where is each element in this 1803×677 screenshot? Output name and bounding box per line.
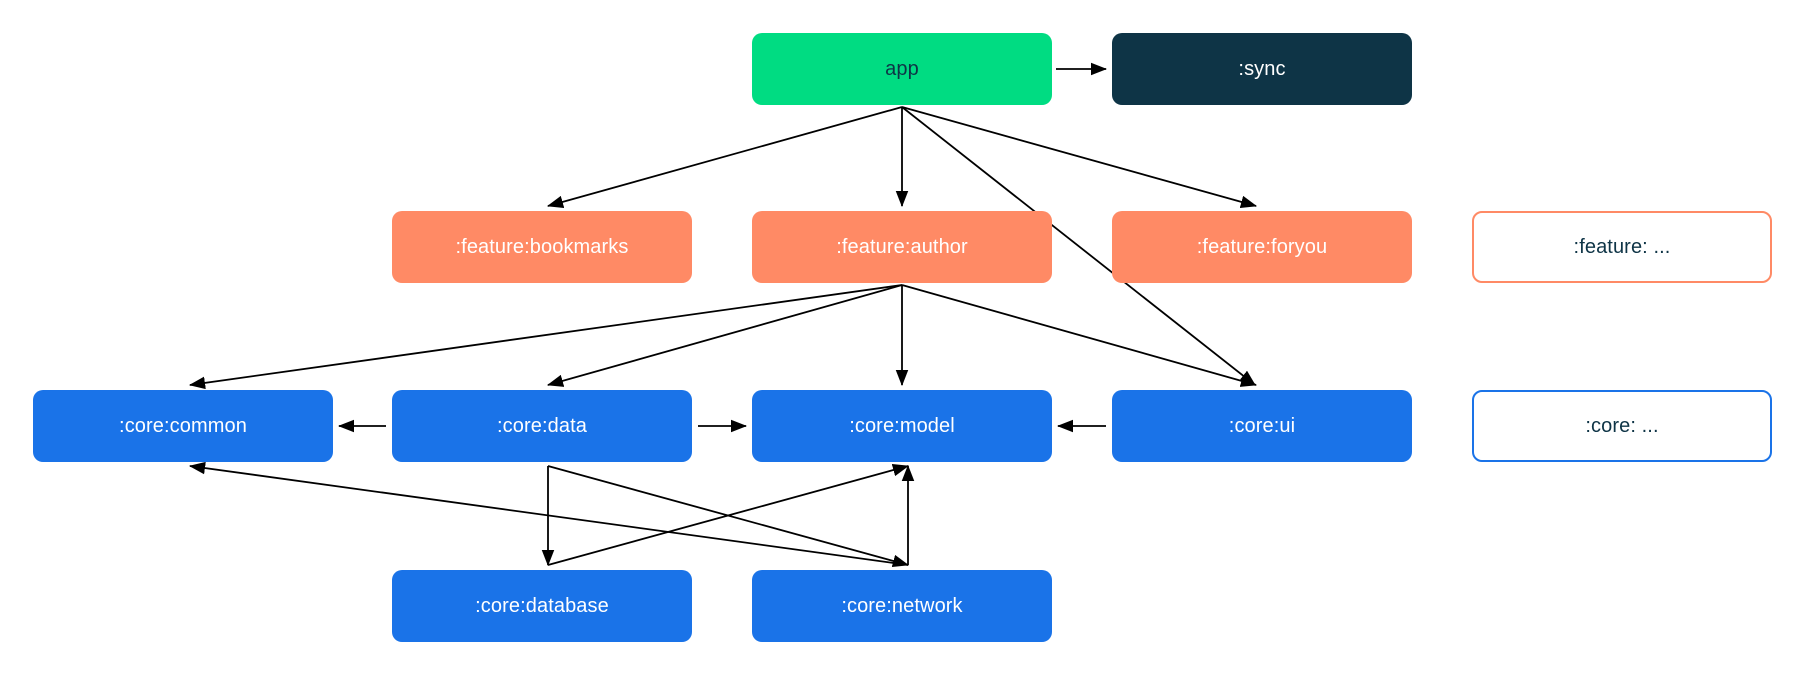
node-label: :core:ui [1228, 415, 1296, 437]
edge-feature-author-to-core-common [188, 284, 903, 390]
node-label: :core:common [119, 415, 247, 437]
node-feature-bookmarks[interactable]: :feature:bookmarks [392, 211, 692, 283]
node-sync[interactable]: :sync [1112, 33, 1412, 105]
node-core-data[interactable]: :core:data [392, 390, 692, 462]
node-label: :core:data [497, 415, 587, 437]
node-app[interactable]: app [752, 33, 1052, 105]
node-core-model[interactable]: :core:model [752, 390, 1052, 462]
node-core-network[interactable]: :core:network [752, 570, 1052, 642]
node-label: :core:network [841, 595, 963, 617]
node-core-ui[interactable]: :core:ui [1112, 390, 1412, 462]
node-legend-feature[interactable]: :feature: ... [1472, 211, 1772, 283]
node-label: :feature: ... [1573, 236, 1671, 258]
node-label: :core:model [849, 415, 955, 437]
node-label: app [885, 58, 919, 80]
node-label: :core:database [475, 595, 609, 617]
edge-app-to-feature-bookmarks [546, 106, 903, 208]
node-label: :sync [1238, 58, 1286, 80]
node-label: :feature:author [836, 236, 968, 258]
edge-core-network-to-core-common [188, 461, 909, 566]
edge-app-to-feature-foryou [901, 106, 1258, 208]
node-label: :core: ... [1585, 415, 1659, 437]
node-label: :feature:bookmarks [455, 236, 629, 258]
node-core-database[interactable]: :core:database [392, 570, 692, 642]
edge-core-database-to-core-model [547, 463, 910, 566]
edge-group [188, 62, 1258, 568]
edge-core-data-to-core-network [547, 465, 910, 568]
node-label: :feature:foryou [1196, 236, 1328, 258]
node-legend-core[interactable]: :core: ... [1472, 390, 1772, 462]
node-feature-author[interactable]: :feature:author [752, 211, 1052, 283]
node-core-common[interactable]: :core:common [33, 390, 333, 462]
edge-feature-author-to-core-data [546, 284, 903, 387]
edge-feature-author-to-core-ui [901, 284, 1258, 387]
node-feature-foryou[interactable]: :feature:foryou [1112, 211, 1412, 283]
